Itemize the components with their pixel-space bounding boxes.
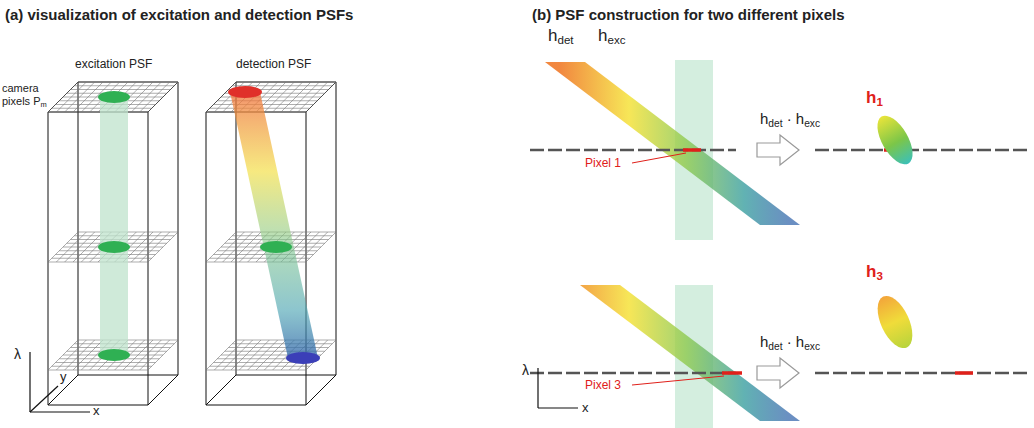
subscript: m	[41, 100, 47, 109]
subscript: det	[768, 341, 782, 352]
axis-label: x	[582, 400, 589, 415]
label-holder: Pixel 1	[585, 157, 621, 171]
psf-symbol: h	[548, 26, 557, 45]
axis-label: y	[60, 369, 67, 384]
product-formula: · h	[787, 110, 805, 127]
pixel-label: Pixel 1	[585, 156, 621, 170]
label-holder: y	[60, 370, 67, 385]
label-holder: x	[93, 404, 100, 419]
subscript: det	[557, 34, 573, 46]
subscript: exc	[804, 341, 820, 352]
label-holder: hdet · hexc	[760, 333, 820, 350]
label-holder: excitation PSF	[75, 58, 152, 72]
axis-label: λ	[522, 362, 529, 378]
label-holder: λ	[14, 346, 21, 362]
box-caption: excitation PSF	[75, 57, 152, 71]
subscript: 3	[876, 270, 882, 282]
label-holder: λ	[522, 362, 529, 378]
label-holder: (a) visualization of excitation and dete…	[5, 6, 353, 23]
axis-label: x	[93, 403, 100, 418]
axis-label: λ	[14, 346, 21, 362]
subscript: exc	[804, 118, 820, 129]
product-formula: · h	[787, 333, 805, 350]
psf-symbol: h	[866, 88, 876, 107]
psf-symbol: h	[598, 26, 607, 45]
psf-symbol: h	[866, 262, 876, 281]
panel-heading: (a) visualization of excitation and dete…	[5, 6, 353, 23]
subscript: 1	[876, 96, 882, 108]
label-holder: hdet	[548, 26, 574, 46]
pixel-label: Pixel 3	[585, 378, 621, 392]
subscript: det	[768, 118, 782, 129]
panel-heading: (b) PSF construction for two different p…	[532, 6, 845, 23]
label-holder: (b) PSF construction for two different p…	[532, 6, 845, 23]
subscript: exc	[607, 34, 625, 46]
product-formula: h	[760, 333, 768, 350]
label-holder: h1	[866, 88, 883, 108]
label-holder: hdet · hexc	[760, 110, 820, 127]
label-holder: h3	[866, 262, 883, 282]
label-holder: hexc	[598, 26, 625, 46]
label-holder: Pixel 3	[585, 379, 621, 393]
label-holder: x	[582, 401, 589, 416]
label-holder: detection PSF	[236, 58, 311, 72]
pixel-callout: camera pixels P	[2, 82, 41, 107]
label-holder: camera pixels Pm	[2, 82, 54, 107]
box-caption: detection PSF	[236, 57, 311, 71]
product-formula: h	[760, 110, 768, 127]
